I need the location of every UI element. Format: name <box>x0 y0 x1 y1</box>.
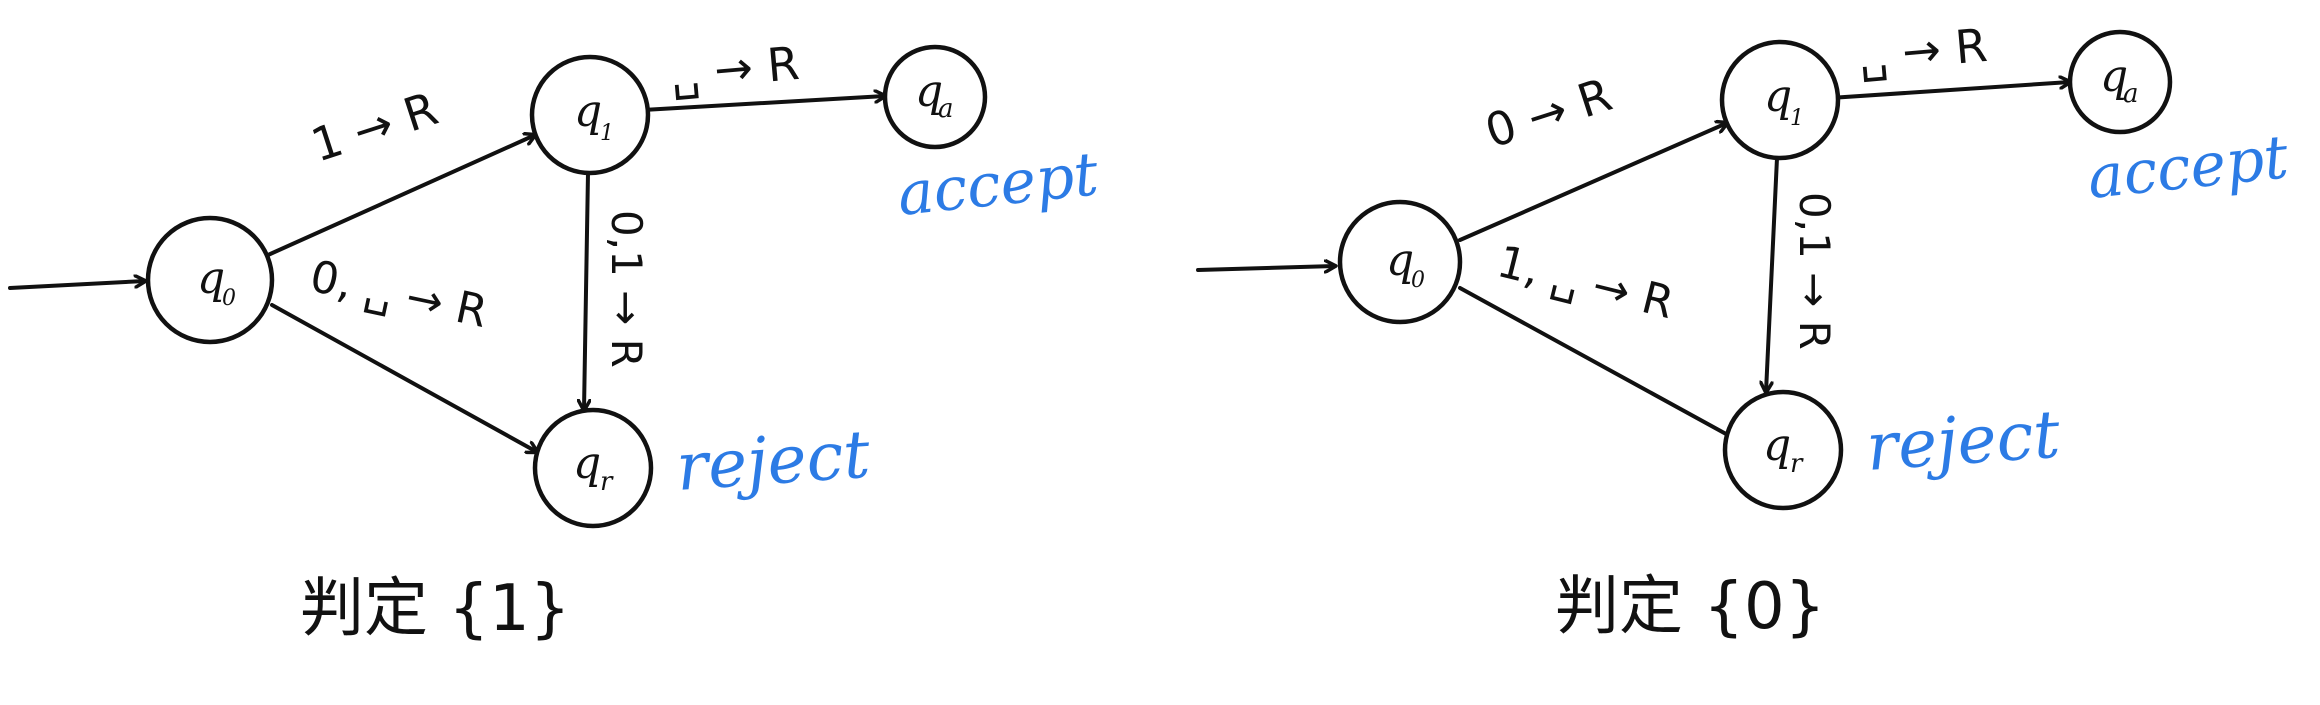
diagram-right: q 0 q 1 q a q r 0 → R 1, ␣ → R ␣ → R 0,1… <box>1196 18 2292 644</box>
state-q1: q 1 <box>529 54 651 176</box>
state-q0: q 0 <box>1337 199 1463 325</box>
state-q0-glyph: q <box>197 253 225 304</box>
edge-label-q0-q1: 0 → R <box>1479 67 1618 158</box>
edge-label-q0-qr: 1, ␣ → R <box>1492 236 1678 329</box>
start-arrow <box>8 281 145 290</box>
edge-q0-q1 <box>1458 123 1727 242</box>
edge-q1-qr <box>584 171 588 410</box>
edge-label-q1-qa: ␣ → R <box>668 36 801 101</box>
edge-label-q1-qa: ␣ → R <box>1856 18 1989 83</box>
edge-q0-q1 <box>266 135 535 257</box>
state-q0-glyph: q <box>1386 235 1414 286</box>
accept-annotation: accept <box>2084 122 2292 213</box>
state-q1-sub: 1 <box>600 121 614 146</box>
state-qa-glyph: q <box>2100 51 2128 102</box>
diagram-caption: 判定 {1} <box>300 572 571 646</box>
state-qa: q a <box>2067 29 2173 135</box>
state-q0: q 0 <box>145 215 275 345</box>
start-arrow <box>1196 266 1335 270</box>
state-q1: q 1 <box>1719 39 1841 161</box>
state-qr-sub: r <box>600 467 614 497</box>
edge-label-q0-q1: 1 → R <box>305 81 444 172</box>
state-q1-sub: 1 <box>1790 106 1804 131</box>
edge-q1-qa <box>641 96 885 112</box>
state-qa-glyph: q <box>915 66 943 117</box>
accept-annotation: accept <box>894 139 1102 230</box>
edge-label-q0-qr: 0, ␣ → R <box>306 251 492 338</box>
state-qa-sub: a <box>938 94 954 124</box>
reject-annotation: reject <box>1864 396 2063 486</box>
edge-q0-qr <box>270 303 537 452</box>
state-qr: q r <box>532 407 654 529</box>
edge-label-q1-qr: 0,1 → R <box>1790 192 1839 350</box>
edge-q0-qr <box>1458 286 1737 440</box>
edge-label-q1-qr: 0,1 → R <box>602 210 651 368</box>
state-q0-sub: 0 <box>222 286 236 311</box>
state-qa-sub: a <box>2123 79 2139 109</box>
diagram-left: q 0 q 1 q a q r 1 → R 0, ␣ → R ␣ → R 0,1… <box>8 36 1102 646</box>
edge-q1-qr <box>1766 156 1779 392</box>
state-qr-glyph: q <box>573 438 601 489</box>
state-q1-glyph: q <box>574 86 602 137</box>
state-qr-glyph: q <box>1763 420 1791 471</box>
state-qr-sub: r <box>1790 449 1804 479</box>
state-q1-glyph: q <box>1764 71 1792 122</box>
state-qr: q r <box>1722 389 1844 511</box>
state-qa: q a <box>882 44 988 150</box>
state-q0-sub: 0 <box>1411 268 1425 293</box>
reject-annotation: reject <box>674 416 873 506</box>
diagram-caption: 判定 {0} <box>1555 570 1826 644</box>
edge-q1-qa <box>1828 82 2070 100</box>
